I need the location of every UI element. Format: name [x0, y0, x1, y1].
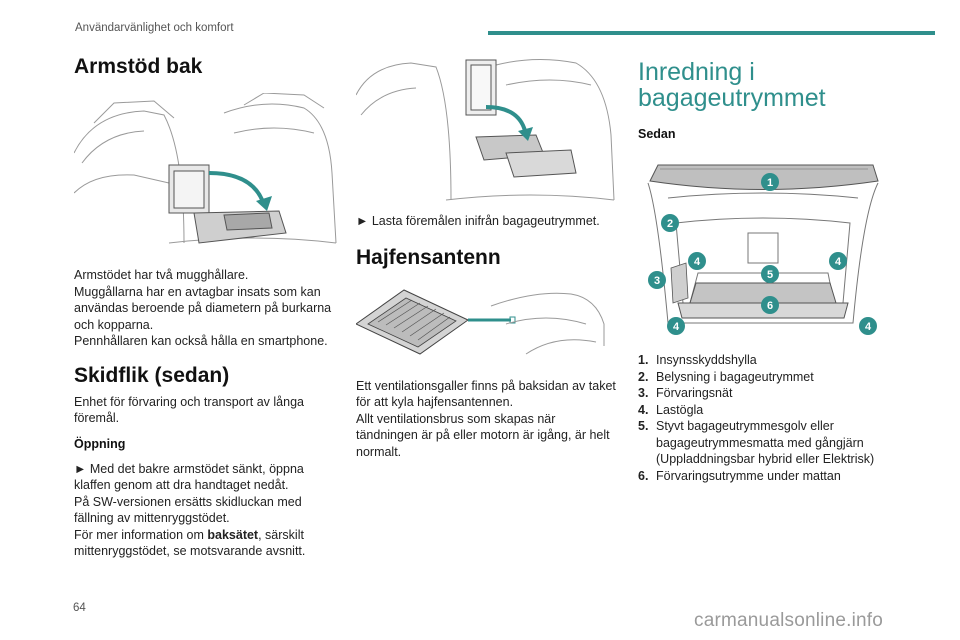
svg-text:4: 4 [694, 256, 701, 268]
more-info-bold: baksätet [207, 527, 259, 542]
svg-text:4: 4 [865, 321, 872, 333]
svg-text:3: 3 [654, 275, 660, 287]
legend-text: Insynsskyddshylla [656, 353, 757, 367]
shark-antenna-illustration [356, 288, 605, 355]
legend-text: Förvaringsutrymme under mattan [656, 468, 841, 483]
legend-num: 4. [638, 402, 649, 417]
trunk-illustration: 1 2 3 4 4 5 6 [647, 164, 879, 335]
more-info-text: För mer information om baksätet, särskil… [74, 527, 339, 560]
column-right: Inredning i bagageutrymmet Sedan 1 [638, 55, 888, 484]
legend-text: Belysning i bagageutrymmet [656, 369, 814, 384]
column-middle: ► Lasta föremålen inifrån bagageutrymmet… [356, 55, 618, 460]
legend-item: 3. Förvaringsnät [638, 385, 888, 402]
legend-item: 2. Belysning i bagageutrymmet [638, 369, 888, 386]
legend-num: 1. [638, 353, 649, 367]
armrest-title: Armstöd bak [74, 55, 203, 78]
ski-flap-intro: Enhet för förvaring och transport av lån… [74, 394, 304, 426]
callout-4-bottom-left: 4 [667, 317, 685, 335]
svg-text:5: 5 [767, 269, 773, 281]
more-info-suffix: , särskilt mittenryggstödet, se motsvara… [74, 527, 306, 559]
page-number: 64 [73, 602, 86, 614]
opening-title: Öppning [74, 436, 126, 451]
shark-text-2: Allt ventilationsbrus som skapas när tän… [356, 411, 610, 459]
callout-1: 1 [761, 173, 779, 191]
opening-bullet: ► Med det bakre armstödet sänkt, öppna k… [74, 461, 304, 493]
section-header: Användarvänlighet och komfort [75, 22, 234, 34]
legend-num: 2. [638, 369, 649, 384]
trunk-title-line-1: Inredning i [638, 58, 755, 86]
loading-illustration [356, 58, 615, 201]
svg-text:1: 1 [767, 177, 773, 189]
legend-text: Lastögla [656, 402, 704, 417]
legend-item: 6. Förvaringsutrymme under mattan [638, 468, 888, 485]
sw-version-text: På SW-versionen ersätts skidluckan med f… [74, 494, 302, 526]
trunk-legend: 1. Insynsskyddshylla 2. Belysning i bagage… [638, 352, 888, 484]
header-accent-bar [488, 31, 935, 35]
callout-6: 6 [761, 296, 779, 314]
armrest-text-3: Pennhållaren kan också hålla en smartpho… [74, 334, 328, 348]
svg-text:4: 4 [835, 256, 842, 268]
watermark: carmanualsonline.info [694, 610, 884, 631]
shark-antenna-title: Hajfensantenn [356, 245, 501, 269]
legend-num: 3. [638, 386, 649, 400]
legend-num: 6. [638, 468, 649, 483]
legend-item: 1. Insynsskyddshylla [638, 352, 888, 369]
legend-text: Förvaringsnät [656, 386, 733, 400]
callout-3: 3 [648, 271, 666, 289]
armrest-text-2: Muggållarna har en avtagbar insats som k… [74, 284, 332, 332]
svg-text:6: 6 [767, 300, 773, 312]
trunk-title-line-2: bagageutrymmet [638, 84, 826, 112]
column-left: Armstöd bak Armstödet har två mugghållar… [74, 55, 339, 560]
ski-flap-title: Skidflik (sedan) [74, 363, 230, 387]
legend-text: Styvt bagageutrymmesgolv eller bagageutr… [656, 419, 875, 466]
shark-text-1: Ett ventilationsgaller finns på baksidan… [356, 378, 616, 410]
svg-text:2: 2 [667, 218, 673, 230]
trunk-title: Inredning i bagageutrymmet [638, 59, 888, 111]
more-info-prefix: För mer information om [74, 527, 208, 542]
sedan-subtitle: Sedan [638, 127, 676, 141]
armrest-text-1: Armstödet har två mugghållare. [74, 268, 249, 282]
load-bullet: ► Lasta föremålen inifrån bagageutrymmet… [356, 214, 600, 228]
callout-4-bottom-right: 4 [859, 317, 877, 335]
callout-2: 2 [661, 214, 679, 232]
legend-num: 5. [638, 419, 649, 433]
legend-item: 4. Lastögla [638, 402, 888, 419]
callout-5: 5 [761, 265, 779, 283]
legend-item: 5. Styvt bagageutrymmesgolv eller bagageu… [638, 418, 888, 468]
callout-4-left: 4 [688, 252, 706, 270]
callout-4-right: 4 [829, 252, 847, 270]
svg-text:4: 4 [673, 321, 680, 333]
armrest-illustration [74, 93, 337, 244]
